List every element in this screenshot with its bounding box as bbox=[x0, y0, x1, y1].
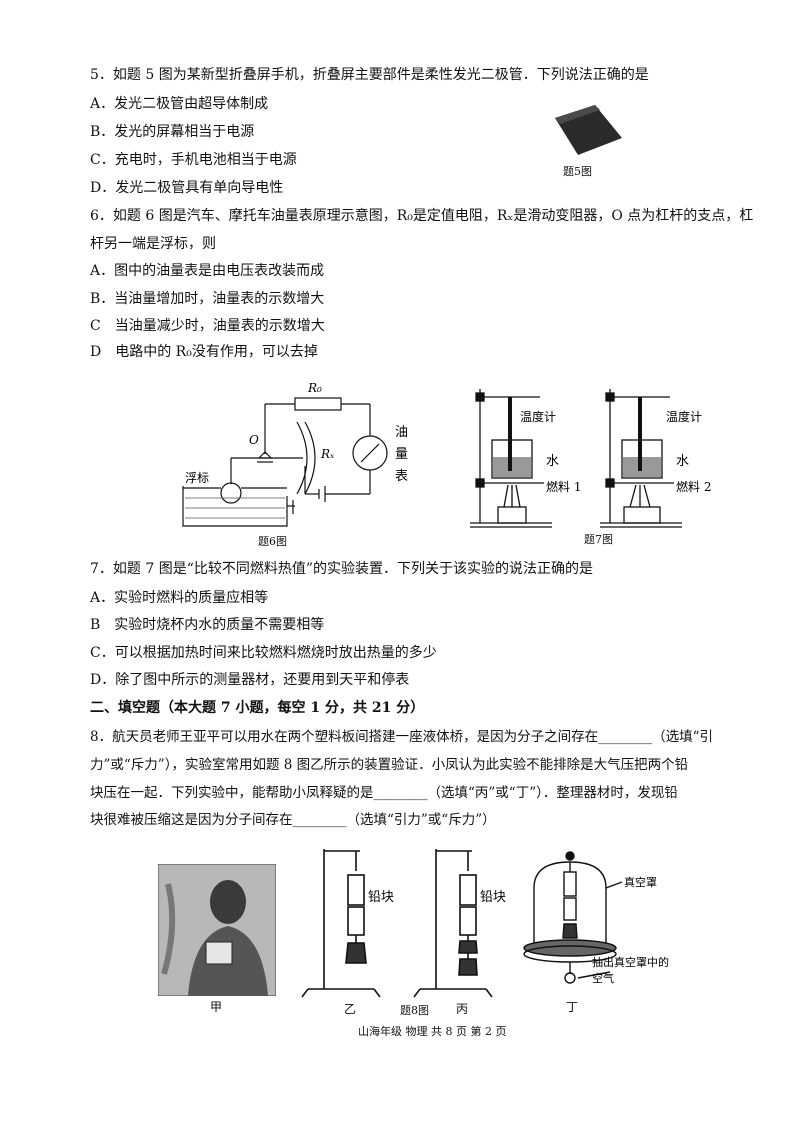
meter-label-2: 量 bbox=[395, 447, 408, 462]
pivot-o-label: O bbox=[249, 433, 259, 447]
fuel-heat-value-apparatus: 温度计 水 燃料 1 温度计 水 燃料 2 bbox=[470, 389, 711, 528]
pump-label-1: 抽出真空罩中的 bbox=[592, 955, 669, 969]
float-label: 浮标 bbox=[185, 471, 209, 485]
astronaut-photo bbox=[158, 864, 276, 996]
page-footer: 山海年级 物理 共 8 页 第 2 页 bbox=[358, 1025, 507, 1038]
q6-option-d: D 电路中的 R₀没有作用，可以去掉 bbox=[90, 344, 318, 360]
lead-block-label-bing: 铅块 bbox=[480, 890, 506, 905]
lead-block-stand-yi: 铅块 bbox=[301, 849, 394, 998]
q6-stem-line1: 6．如题 6 图是汽车、摩托车油量表原理示意图，R₀是定值电阻，Rₓ是滑动变阻器… bbox=[90, 208, 754, 224]
rx-label: Rₓ bbox=[320, 447, 335, 461]
meter-label-3: 表 bbox=[395, 469, 408, 484]
meter-label-1: 油 bbox=[395, 425, 408, 440]
vacuum-jar-label: 真空罩 bbox=[624, 875, 657, 889]
oil-gauge-circuit-diagram: R₀ O Rₓ 浮标 油 量 表 bbox=[182, 381, 408, 527]
q8-fig-caption: 题8图 bbox=[400, 1004, 429, 1017]
q5-stem: 5．如题 5 图为某新型折叠屏手机，折叠屏主要部件是柔性发光二极管．下列说法正确… bbox=[90, 67, 649, 83]
thermometer-1-label: 温度计 bbox=[520, 409, 556, 424]
q5-fig-caption: 题5图 bbox=[563, 165, 592, 178]
q6-option-c: C 当油量减少时，油量表的示数增大 bbox=[90, 318, 325, 334]
q7-option-b: B 实验时烧杯内水的质量不需要相等 bbox=[90, 617, 325, 633]
vacuum-bell-jar-ding: 真空罩 抽出真空罩中的 空气 bbox=[523, 851, 669, 985]
q7-option-a: A．实验时燃料的质量应相等 bbox=[90, 590, 269, 606]
water-2-label: 水 bbox=[676, 454, 689, 469]
lead-block-stand-bing: 铅块 bbox=[413, 849, 506, 998]
r0-label: R₀ bbox=[307, 381, 322, 395]
q6-fig-caption: 题6图 bbox=[258, 535, 287, 548]
water-1-label: 水 bbox=[546, 454, 559, 469]
q8-line1: 8．航天员老师王亚平可以用水在两个塑料板间搭建一座液体桥，是因为分子之间存在__… bbox=[90, 729, 713, 745]
fig8-label-jia: 甲 bbox=[210, 1000, 223, 1014]
q5-option-d: D．发光二极管具有单向导电性 bbox=[90, 180, 284, 196]
q7-stem: 7．如题 7 图是“比较不同燃料热值”的实验装置．下列关于该实验的说法正确的是 bbox=[90, 561, 594, 577]
q8-line4: 块很难被压缩这是因为分子间存在________（选填“引力”或“斥力”） bbox=[90, 812, 496, 828]
q5-option-b: B．发光的屏幕相当于电源 bbox=[90, 124, 255, 140]
fig8-label-bing: 丙 bbox=[456, 1002, 469, 1016]
q7-option-c: C．可以根据加热时间来比较燃料燃烧时放出热量的多少 bbox=[90, 645, 437, 661]
q6-stem-line2: 杆另一端是浮标，则 bbox=[90, 236, 216, 252]
q7-option-d: D．除了图中所示的测量器材，还要用到天平和停表 bbox=[90, 672, 410, 688]
lead-block-label-yi: 铅块 bbox=[368, 890, 394, 905]
fuel-1-label: 燃料 1 bbox=[546, 479, 581, 494]
fig8-label-yi: 乙 bbox=[344, 1002, 357, 1016]
section-2-title: 二、填空题（本大题 7 小题，每空 1 分，共 21 分） bbox=[90, 700, 425, 716]
q7-fig-caption: 题7图 bbox=[584, 533, 613, 546]
fuel-2-label: 燃料 2 bbox=[676, 479, 711, 494]
q6-option-a: A．图中的油量表是由电压表改装而成 bbox=[90, 263, 325, 279]
fig8-label-ding: 丁 bbox=[566, 1000, 579, 1014]
thermometer-2-label: 温度计 bbox=[666, 409, 702, 424]
folding-phone-image bbox=[555, 105, 622, 155]
q5-option-a: A．发光二极管由超导体制成 bbox=[90, 96, 269, 112]
q6-option-b: B．当油量增加时，油量表的示数增大 bbox=[90, 291, 325, 307]
q8-line3: 块压在一起．下列实验中，能帮助小凤释疑的是________（选填“丙”或“丁”）… bbox=[90, 785, 678, 801]
pump-label-2: 空气 bbox=[592, 971, 614, 985]
q8-line2: 力”或“斥力”），实验室常用如题 8 图乙所示的装置验证．小凤认为此实验不能排除… bbox=[90, 757, 689, 773]
q5-option-c: C．充电时，手机电池相当于电源 bbox=[90, 152, 297, 168]
